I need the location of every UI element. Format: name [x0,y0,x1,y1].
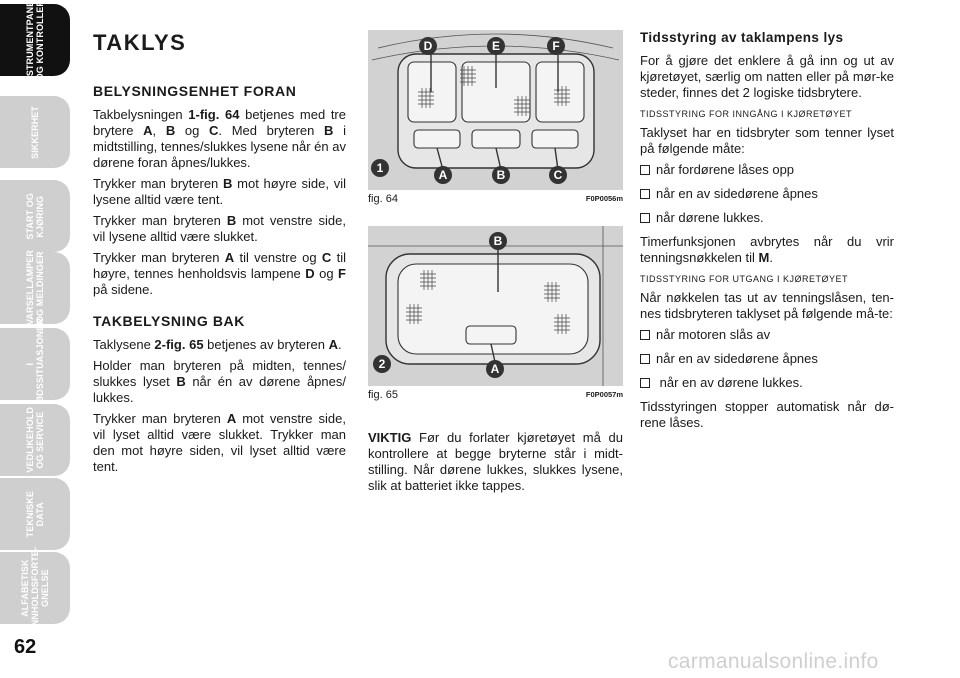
checkbox-icon [640,378,650,388]
checkbox-icon [640,354,650,364]
column-right: Tidsstyring av taklampens lys For å gjør… [640,30,894,436]
tab-nodssituasjoner[interactable]: I NØDSSITUASJONER [0,318,70,410]
list-item: når en av sidedørene åpnes [640,186,894,202]
checkbox-icon [640,189,650,199]
entry-timer-text: Taklyset har en tidsbryter som tenner ly… [640,125,894,156]
label-e: E [492,39,500,53]
figure-64-code: F0P0056m [585,194,623,203]
tab-start-og-kjoring[interactable]: START OG KJØRING [0,180,70,252]
rear-lighting-heading: TAKBELYSNING BAK [93,313,245,329]
exit-timer-list: når motoren slås av når en av sidedørene… [640,327,894,391]
checkbox-icon [640,213,650,223]
tab-instrumentpanel[interactable]: INSTRUMENTPANEL OG KONTROLLER [0,0,70,85]
timer-final-text: Tidsstyringen stopper automatisk når dø-… [640,399,894,430]
page-number: 62 [14,636,37,658]
chapter-sidebar: INSTRUMENTPANEL OG KONTROLLER SIKKERHET … [0,0,72,678]
timer-cancel-text: Timerfunksjonen avbrytes når du vrir ten… [640,234,894,265]
paragraph-rear-1: Taklysene 2-fig. 65 betjenes av bryteren… [93,337,342,352]
list-item: når dørene lukkes. [640,210,894,226]
label-b: B [497,168,506,182]
tab-varsellamper[interactable]: VARSELLAMPER OG MELDINGER [0,250,70,326]
front-lighting-heading: BELYSNINGSENHET FORAN [93,83,297,99]
paragraph-rear-2: Holder man bryteren på midten, tennes/ s… [93,358,346,405]
page-title: TAKLYS [93,30,187,55]
checkbox-icon [640,165,650,175]
timer-intro: For å gjøre det enklere å gå inn og ut a… [640,53,894,100]
list-item: når motoren slås av [640,327,894,343]
column-left: TAKLYS BELYSNINGSENHET FORAN Takbelysnin… [93,30,346,480]
figure-65-caption: fig. 65 [368,389,398,401]
label-a: A [439,168,448,182]
list-item: når en av dørene lukkes. [640,375,894,391]
label-f: F [552,39,559,53]
checkbox-icon [640,330,650,340]
watermark-text: carmanualsonline.info [668,650,879,673]
figure-65: B 2 A fig. 65 F0P0057m [368,226,623,405]
important-note: VIKTIG Før du forlater kjøretøyet må du … [368,430,623,494]
label-c: C [554,168,563,182]
entry-timer-heading: TIDSSTYRING FOR INNGÅNG I KJØRETØYET [640,109,853,119]
list-item: når fordørene låses opp [640,162,894,178]
tab-sikkerhet[interactable]: SIKKERHET [0,96,70,168]
important-label: VIKTIG [368,430,412,445]
figure-65-illustration: B 2 A [368,226,623,386]
figure-64-caption: fig. 64 [368,193,398,205]
label-a-rear: A [491,362,500,376]
label-2: 2 [379,357,386,371]
figure-64: D E F 1 A B C fig. 64 F0P0056m [368,30,623,209]
entry-timer-list: når fordørene låses opp når en av sidedø… [640,162,894,226]
timer-heading: Tidsstyring av taklampens lys [640,30,844,45]
label-d: D [424,39,433,53]
label-b-rear: B [494,234,503,248]
label-1: 1 [377,161,384,175]
front-light-unit-drawing: D E F 1 A B C [368,30,623,190]
list-item: når en av sidedørene åpnes [640,351,894,367]
rear-light-unit-drawing: B 2 A [368,226,623,386]
exit-timer-text: Når nøkkelen tas ut av tenningslåsen, te… [640,290,894,321]
paragraph-front-3: Trykker man bryteren B mot venstre side,… [93,213,346,244]
exit-timer-heading: TIDSSTYRING FOR UTGANG I KJØRETØYET [640,274,849,284]
figure-65-code: F0P0057m [585,390,623,399]
paragraph-rear-3: Trykker man bryteren A mot venstre side,… [93,411,346,474]
paragraph-front-1: Takbelysningen 1-fig. 64 betjenes med tr… [93,107,346,170]
paragraph-front-2: Trykker man bryteren B mot høyre side, v… [93,176,346,207]
paragraph-front-4: Trykker man bryteren A til venstre og C … [93,250,346,297]
tab-vedlikehold[interactable]: VEDLIKEHOLD OG SERVICE [0,404,70,476]
figure-64-illustration: D E F 1 A B C [368,30,623,190]
important-note-text: VIKTIG Før du forlater kjøretøyet må du … [368,430,623,493]
tab-tekniske-data[interactable]: TEKNISKE DATA [0,478,70,550]
tab-alfabetisk[interactable]: ALFABETISK INNHOLDSFORTE- GNELSE [0,547,70,629]
